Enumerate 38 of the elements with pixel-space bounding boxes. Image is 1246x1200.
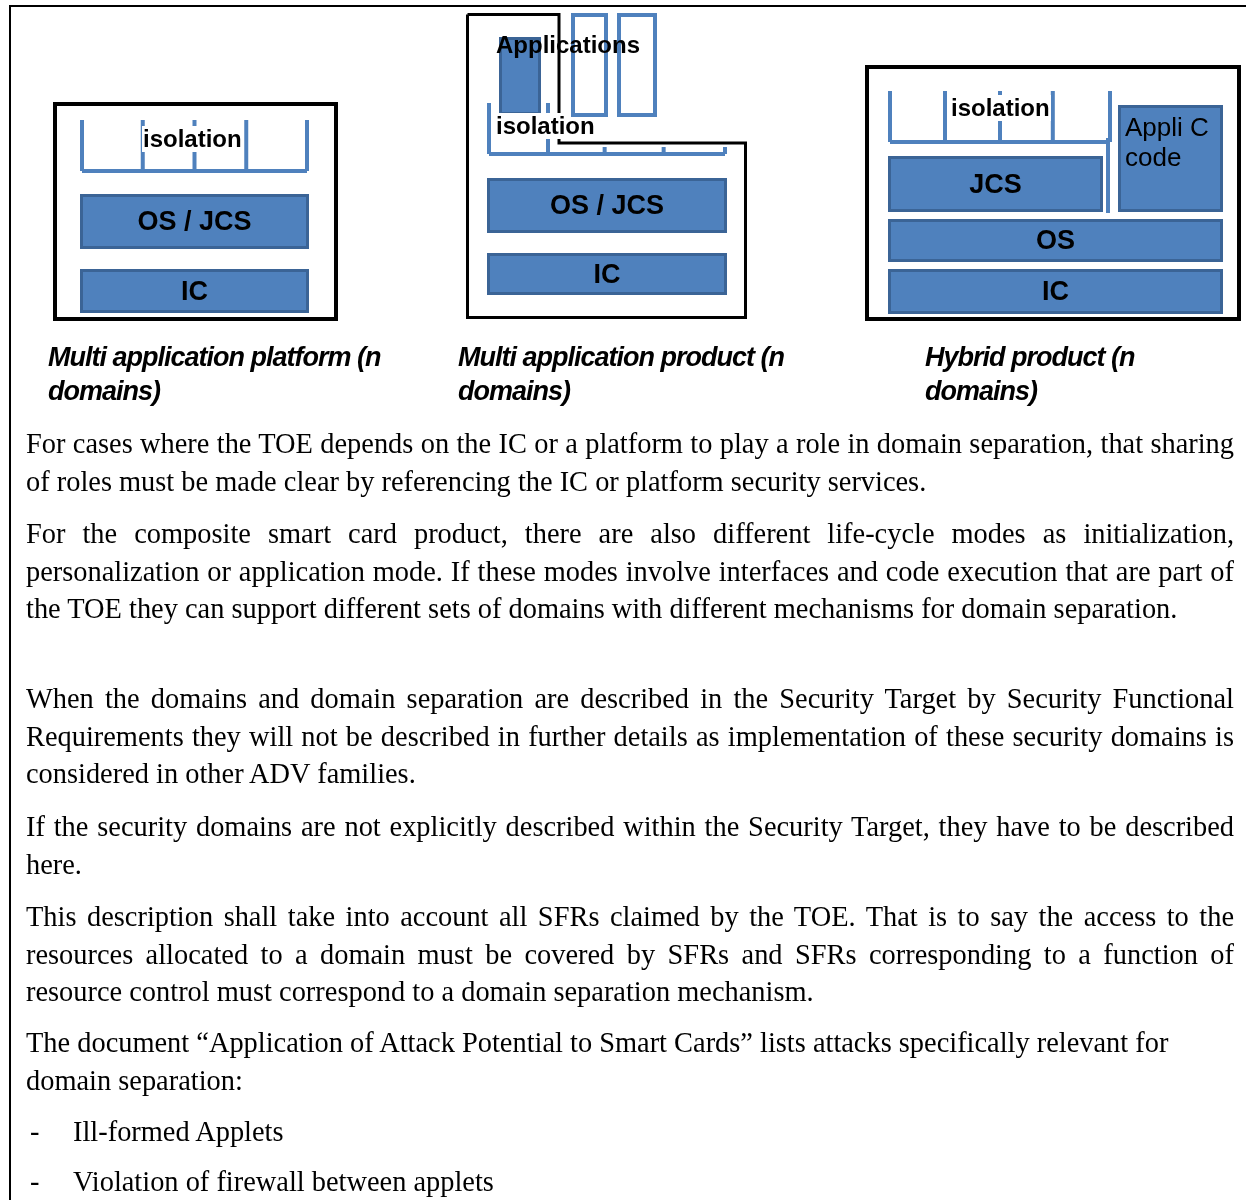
paragraph: This description shall take into account all SFRs claimed by the TOE. That is to say the access to the resources allocated to a domain must be covered by SFRs and SFRs corresponding to a function of resource control must correspond to a domain separation mechanism. <box>26 900 1234 1009</box>
paragraph: For cases where the TOE depends on the IC or a platform to play a role in domain separation, that sharing of roles must be made clear by referencing the IC or platform security services. <box>26 427 1234 499</box>
isolation-comb <box>888 91 1112 144</box>
paragraph: When the domains and domain separation are described in the Security Target by Security Functional Requirements they will not be described in further details as implementation of these security domains is considered in other ADV families. <box>26 682 1234 791</box>
layer-label: isolation <box>495 113 596 139</box>
layer-bar <box>80 269 309 313</box>
paragraph: For the composite smart card product, there are also different life-cycle modes as initialization, personalization or application mode. If these modes involve interfaces and code execution that are part of the TOE they can support different sets of domains with different mechanisms for domain separation. <box>26 517 1234 626</box>
paragraph: If the security domains are not explicitly described within the Security Target, they have to be described here. <box>26 810 1234 882</box>
layer-bar <box>1118 105 1223 212</box>
isolation-comb <box>487 103 727 156</box>
list-item: Violation of firewall between applets <box>73 1165 495 1199</box>
bullet-dash: - <box>30 1165 41 1199</box>
layer-label: IC <box>1042 276 1069 307</box>
layer-label: OS / JCS <box>549 190 664 221</box>
isolation-comb <box>80 120 309 173</box>
layer-bar <box>888 219 1223 262</box>
caption: Multi application product (n domains) <box>458 341 785 408</box>
caption: Multi application platform (n domains) <box>48 341 382 408</box>
layer-label: OS / JCS <box>137 206 252 237</box>
bullet-dash: - <box>30 1115 41 1149</box>
layer-bar <box>80 194 309 249</box>
layer-label: IC <box>593 258 621 290</box>
layer-bar <box>487 178 727 233</box>
layer-label: isolation <box>142 126 243 152</box>
domain-outline <box>53 102 338 321</box>
domain-outline <box>466 13 747 319</box>
layer-label: JCS <box>969 168 1022 200</box>
caption: Hybrid product (n domains) <box>925 341 1136 408</box>
paragraph: The document “Application of Attack Potential to Smart Cards” lists attacks specifically relevant for domain separation: <box>26 1026 1170 1098</box>
list-item: Ill-formed Applets <box>73 1115 285 1149</box>
layer-bar <box>888 156 1103 212</box>
layer-label: isolation <box>950 95 1051 121</box>
layer-label: OS <box>1036 225 1075 256</box>
layer-bar <box>888 269 1223 314</box>
domain-outline <box>865 65 1241 321</box>
layer-label: Appli C code <box>1125 112 1210 172</box>
layer-label: IC <box>181 275 208 307</box>
layer-bar <box>487 253 727 295</box>
